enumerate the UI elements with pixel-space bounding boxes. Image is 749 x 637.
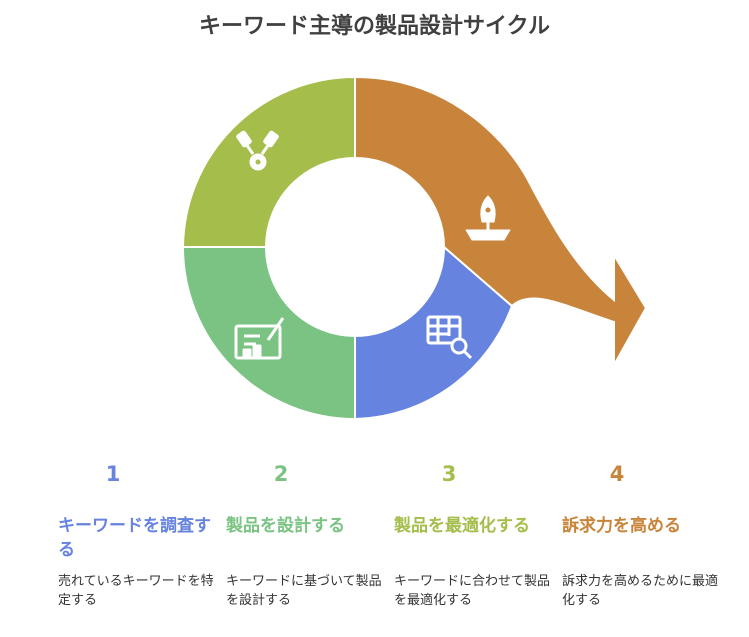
step-4: 4 訴求力を高める 訴求力を高めるために最適化する — [562, 462, 722, 610]
step-heading: 製品を設計する — [226, 516, 345, 536]
design-sketch-icon — [234, 317, 285, 360]
cycle-diagram — [181, 75, 648, 421]
step-description: 売れているキーワードを特定する — [58, 574, 214, 608]
step-number: 3 — [441, 462, 457, 486]
step-1: 1 キーワードを調査する 売れているキーワードを特定する — [58, 462, 218, 610]
optimize-tools-icon — [236, 130, 279, 171]
launch-rocket-icon — [465, 195, 511, 241]
segment-appeal-arrow — [354, 75, 648, 369]
step-2: 2 製品を設計する キーワードに基づいて製品を設計する — [226, 462, 386, 610]
step-description: 訴求力を高めるために最適化する — [562, 574, 719, 608]
step-number: 2 — [273, 462, 289, 486]
step-heading: 製品を最適化する — [394, 516, 530, 536]
step-description: キーワードに基づいて製品を設計する — [226, 574, 382, 608]
step-heading: 訴求力を高める — [562, 516, 681, 536]
step-number: 4 — [609, 462, 625, 486]
segment-design — [181, 246, 356, 421]
segment-optimize — [181, 75, 356, 248]
step-description: キーワードに合わせて製品を最適化する — [394, 574, 551, 608]
data-research-icon — [426, 315, 473, 360]
step-heading: キーワードを調査する — [58, 516, 211, 560]
diagram-title: キーワード主導の製品設計サイクル — [199, 14, 550, 39]
step-3: 3 製品を最適化する キーワードに合わせて製品を最適化する — [394, 462, 554, 610]
step-number: 1 — [105, 462, 121, 486]
